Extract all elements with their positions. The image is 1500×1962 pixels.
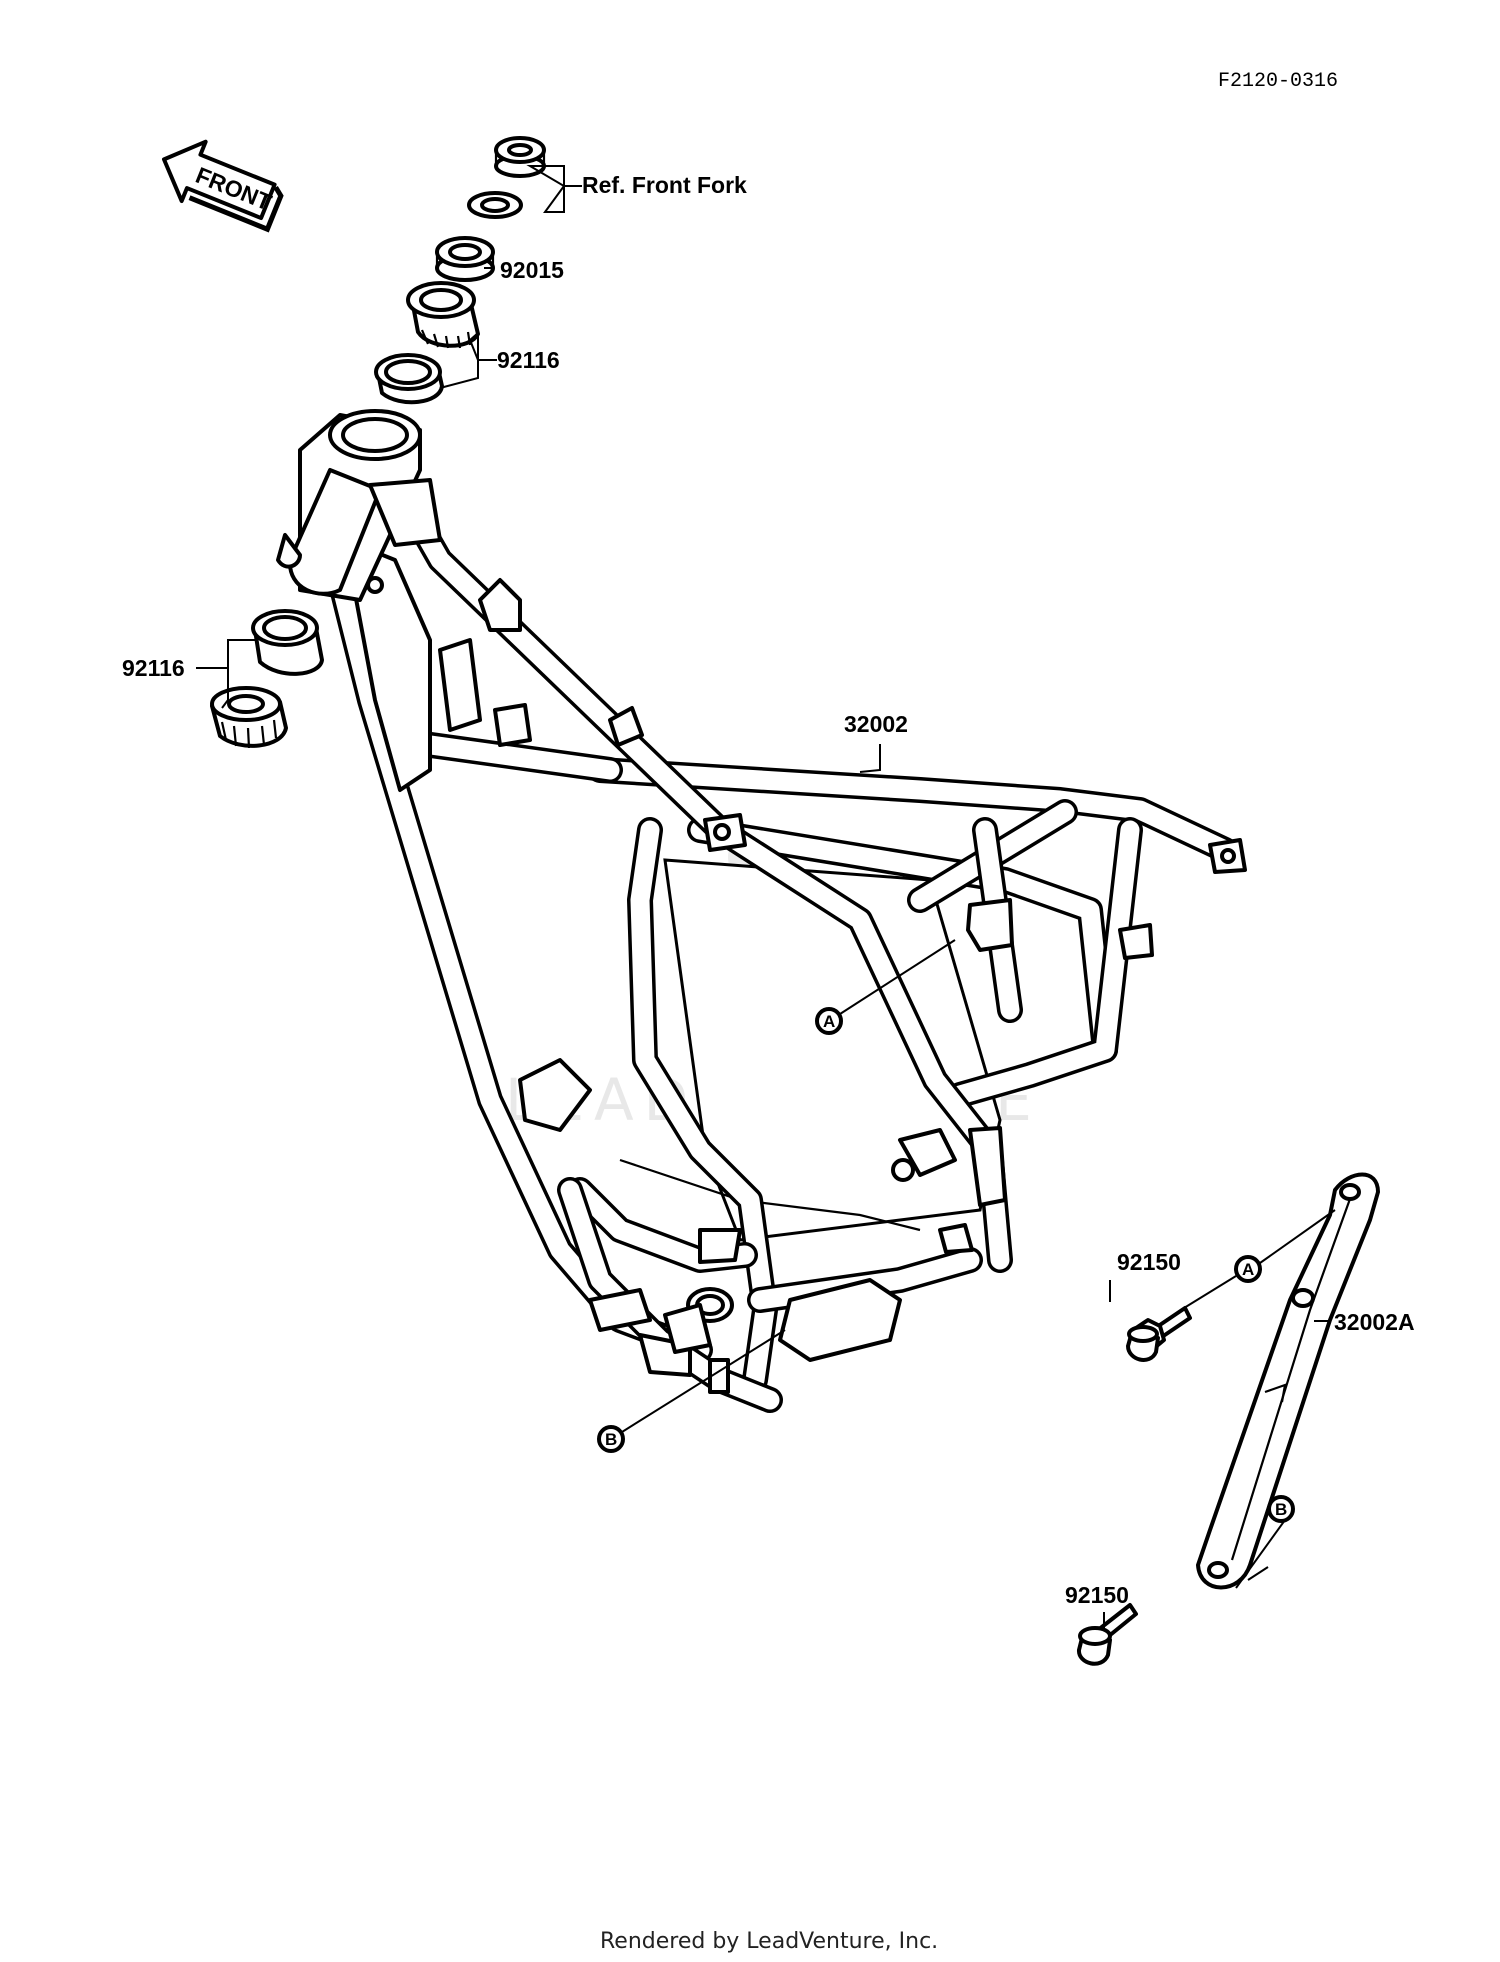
leader-92116-top <box>439 330 497 389</box>
callout-32002: 32002 <box>844 711 908 737</box>
main-frame-32002 <box>276 409 1247 1413</box>
callout-92150-top: 92150 <box>1117 1249 1181 1275</box>
lower-race-92116 <box>251 609 324 676</box>
marker-a-frame: A <box>815 1007 843 1035</box>
dust-seal-92015 <box>435 236 495 282</box>
bracket-32002a <box>1196 1172 1380 1590</box>
callout-92150-bottom: 92150 <box>1065 1582 1129 1608</box>
front-arrow-icon: FRONT <box>162 139 284 233</box>
leader-a-bracket <box>1183 1275 1237 1309</box>
marker-b-bracket: B <box>1267 1495 1295 1523</box>
lower-bearing-92116 <box>210 686 288 749</box>
svg-text:A: A <box>823 1012 835 1031</box>
callout-92015: 92015 <box>500 257 564 283</box>
bolt-92150-top <box>1126 1306 1192 1362</box>
steering-washer <box>467 191 523 219</box>
marker-b-frame: B <box>597 1425 625 1453</box>
leader-32002 <box>859 744 881 773</box>
diagram-code: F2120-0316 <box>1218 70 1338 93</box>
callout-32002a: 32002A <box>1334 1309 1415 1335</box>
leader-ref-front-fork <box>526 165 582 213</box>
footer-credit: Rendered by LeadVenture, Inc. <box>600 1929 938 1954</box>
steering-nut <box>494 136 546 178</box>
callout-92116-top: 92116 <box>497 347 560 373</box>
marker-a-bracket: A <box>1234 1255 1262 1283</box>
upper-race-92116 <box>374 353 444 405</box>
lower-bearing-stack <box>210 609 324 749</box>
callout-92116-left: 92116 <box>122 655 185 681</box>
bolt-92150-bottom <box>1077 1603 1138 1666</box>
svg-text:B: B <box>1275 1500 1287 1519</box>
svg-text:A: A <box>1242 1260 1254 1279</box>
leader-92116-left <box>196 639 256 709</box>
leader-b-frame <box>621 1329 786 1433</box>
svg-text:B: B <box>605 1430 617 1449</box>
leader-b-bracket <box>1247 1566 1269 1581</box>
leader-a-frame <box>839 939 956 1015</box>
callout-ref-front-fork: Ref. Front Fork <box>582 172 747 198</box>
upper-bearing-92116 <box>406 281 480 349</box>
